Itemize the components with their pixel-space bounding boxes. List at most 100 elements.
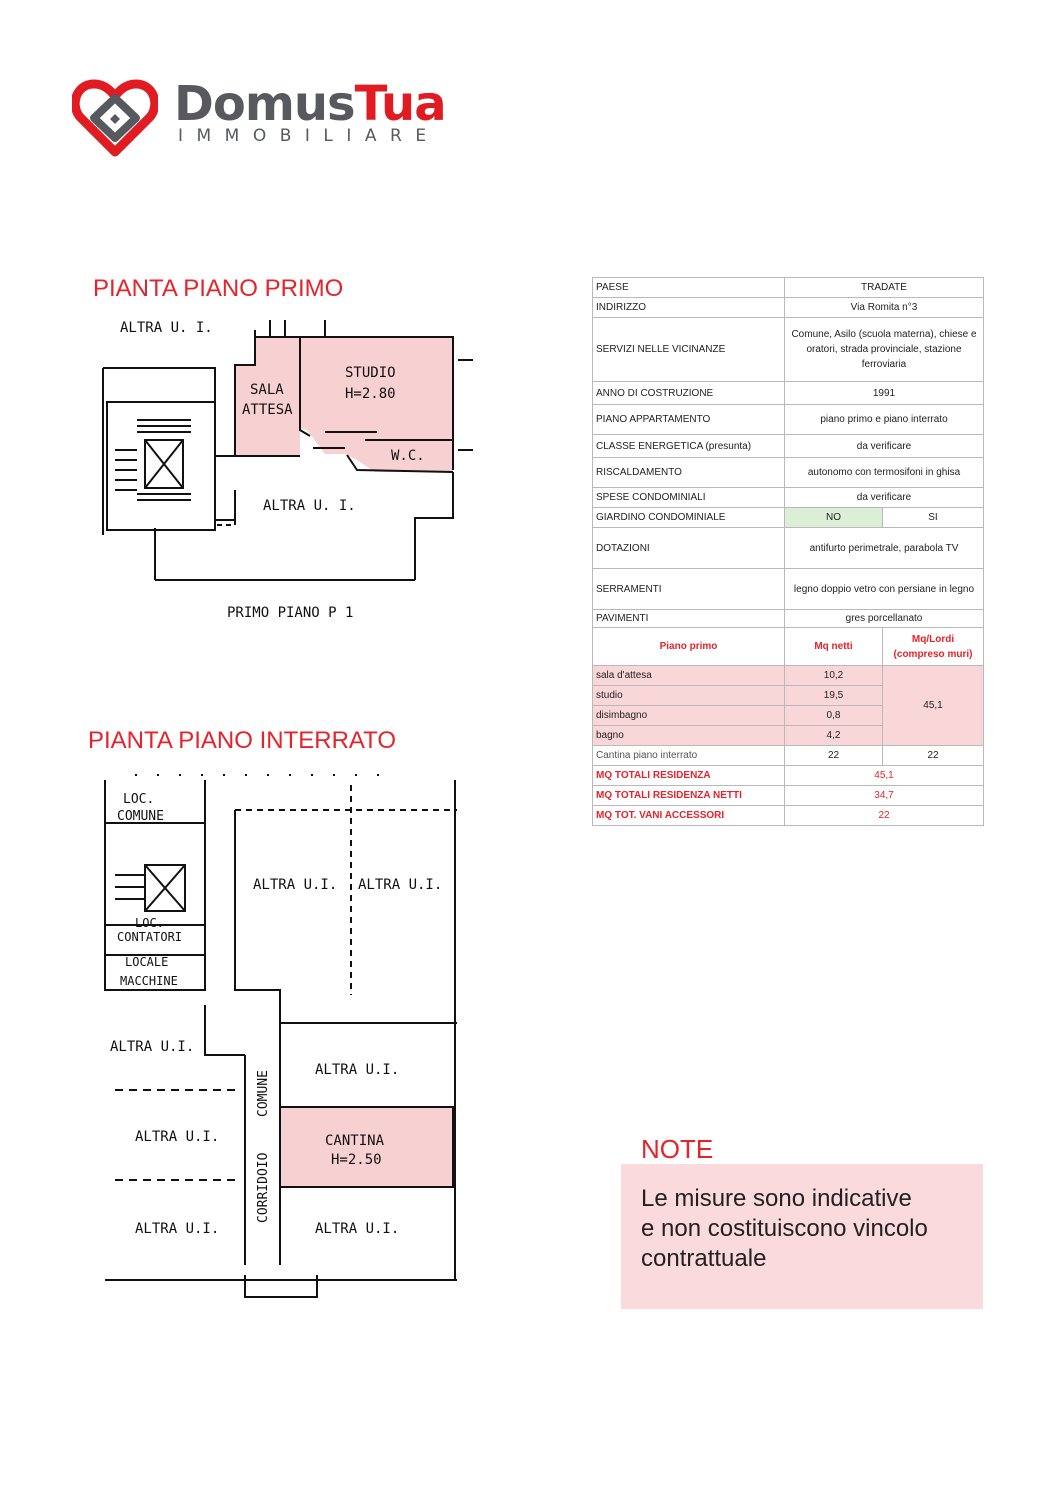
info-label: GIARDINO CONDOMINIALE [592, 507, 785, 528]
info-label: PIANO APPARTAMENTO [592, 404, 785, 435]
note-line-1: Le misure sono indicative [641, 1185, 912, 1212]
table-row: GIARDINO CONDOMINIALE NO SI [592, 507, 984, 528]
note-box: Le misure sono indicative e non costitui… [621, 1164, 983, 1309]
room-netti: 10,2 [784, 665, 883, 686]
info-value: legno doppio vetro con persiane in legno [784, 568, 984, 610]
first-floor-title: PIANTA PIANO PRIMO [93, 275, 344, 302]
plan1-wc: W.C. [391, 448, 425, 464]
note-line-3: contrattuale [641, 1245, 767, 1272]
plan2-altra-ui-left-mid: ALTRA U.I. [135, 1129, 219, 1145]
info-value: Via Romita n°3 [784, 297, 984, 318]
plan2-altra-ui-left-bot: ALTRA U.I. [135, 1221, 219, 1237]
heart-house-icon [72, 79, 158, 157]
room-netti: 0,8 [784, 705, 883, 726]
info-value: piano primo e piano interrato [784, 404, 984, 435]
table-row: MQ TOTALI RESIDENZA NETTI 34,7 [592, 785, 984, 806]
plan2-altra-ui-b: ALTRA U.I. [358, 877, 442, 893]
brand-name-part1: Domus [174, 76, 356, 132]
plan2-loc-contatori-1: LOC. [135, 916, 164, 930]
basement-plan: LOC. COMUNE LOC. CONTATORI LOCALE MACCHI… [104, 774, 457, 1298]
plan2-altra-ui-right-bot: ALTRA U.I. [315, 1221, 399, 1237]
plan2-altra-ui-left-top: ALTRA U.I. [110, 1039, 194, 1055]
total-value: 34,7 [784, 785, 984, 806]
first-floor-plan: ALTRA U. I. SALA ATTESA STUDIO H=2.80 W.… [102, 320, 473, 621]
plan2-cantina-h: H=2.50 [331, 1152, 382, 1168]
info-value: autonomo con termosifoni in ghisa [784, 457, 984, 488]
cantina-netti: 22 [784, 745, 883, 766]
plan1-altra-ui-top: ALTRA U. I. [120, 320, 213, 336]
plan1-altra-ui-mid: ALTRA U. I. [263, 498, 356, 514]
table-row: MQ TOTALI RESIDENZA 45,1 [592, 765, 984, 786]
room-netti: 19,5 [784, 685, 883, 706]
info-value: da verificare [784, 487, 984, 508]
plan2-comune-v: COMUNE [256, 1070, 271, 1117]
info-label: SPESE CONDOMINIALI [592, 487, 785, 508]
plan2-corridoio: CORRIDOIO [256, 1152, 271, 1223]
total-value: 45,1 [784, 765, 984, 786]
table-row: CLASSE ENERGETICA (presunta)da verificar… [592, 434, 984, 458]
total-label: MQ TOTALI RESIDENZA NETTI [592, 785, 785, 806]
plan2-altra-ui-right-mid: ALTRA U.I. [315, 1062, 399, 1078]
room-name: studio [592, 685, 785, 706]
giardino-si: SI [882, 507, 984, 528]
table-header-row: Piano primo Mq netti Mq/Lordi (compreso … [592, 627, 984, 666]
header-netti: Mq netti [784, 627, 883, 666]
room-name: disimbagno [592, 705, 785, 726]
room-name: bagno [592, 725, 785, 746]
room-name: sala d'attesa [592, 665, 785, 686]
total-value: 22 [784, 805, 984, 826]
note-line-2: e non costituiscono vincolo [641, 1215, 928, 1242]
plan2-loc: LOC. [123, 792, 154, 807]
info-value: gres porcellanato [784, 609, 984, 628]
info-value: Comune, Asilo (scuola materna), chiese e… [784, 317, 984, 382]
info-label: RISCALDAMENTO [592, 457, 785, 488]
info-label: SERVIZI NELLE VICINANZE [592, 317, 785, 382]
cantina-lordi: 22 [882, 745, 984, 766]
brand-logo: DomusTua IMMOBILIARE [72, 74, 492, 164]
plan2-altra-ui-a: ALTRA U.I. [253, 877, 337, 893]
table-row: Cantina piano interrato 22 22 [592, 745, 984, 766]
plan1-sala: SALA [250, 382, 284, 398]
total-label: MQ TOT. VANI ACCESSORI [592, 805, 785, 826]
brand-name-part2: Tua [354, 76, 447, 132]
info-label: CLASSE ENERGETICA (presunta) [592, 434, 785, 458]
info-value: 1991 [784, 381, 984, 405]
info-value: antifurto perimetrale, parabola TV [784, 527, 984, 569]
plan2-locale: LOCALE [125, 955, 168, 969]
info-label: SERRAMENTI [592, 568, 785, 610]
plan1-caption: PRIMO PIANO P 1 [227, 605, 353, 621]
plan2-macchine: MACCHINE [120, 974, 178, 988]
plan2-loc-contatori-2: CONTATORI [117, 930, 182, 944]
total-label: MQ TOTALI RESIDENZA [592, 765, 785, 786]
brand-name: DomusTua [174, 76, 447, 132]
brand-subtitle: IMMOBILIARE [178, 126, 440, 146]
plan1-studio-h: H=2.80 [345, 386, 396, 402]
table-row: MQ TOT. VANI ACCESSORI 22 [592, 805, 984, 826]
info-label: PAVIMENTI [592, 609, 785, 628]
plan1-attesa: ATTESA [242, 402, 293, 418]
info-label: PAESE [592, 277, 785, 298]
info-value: da verificare [784, 434, 984, 458]
header-piano: Piano primo [592, 627, 785, 666]
info-label: DOTAZIONI [592, 527, 785, 569]
plan2-cantina: CANTINA [325, 1133, 385, 1149]
header-lordi: Mq/Lordi (compreso muri) [882, 627, 984, 666]
basement-title: PIANTA PIANO INTERRATO [88, 727, 397, 754]
info-label: ANNO DI COSTRUZIONE [592, 381, 785, 405]
table-row: sala d'attesa 10,2 45,1 [592, 665, 984, 746]
lordi-total: 45,1 [882, 665, 984, 746]
room-netti: 4,2 [784, 725, 883, 746]
plan2-comune: COMUNE [117, 809, 164, 824]
info-value: TRADATE [784, 277, 984, 298]
note-title: NOTE [641, 1134, 714, 1164]
